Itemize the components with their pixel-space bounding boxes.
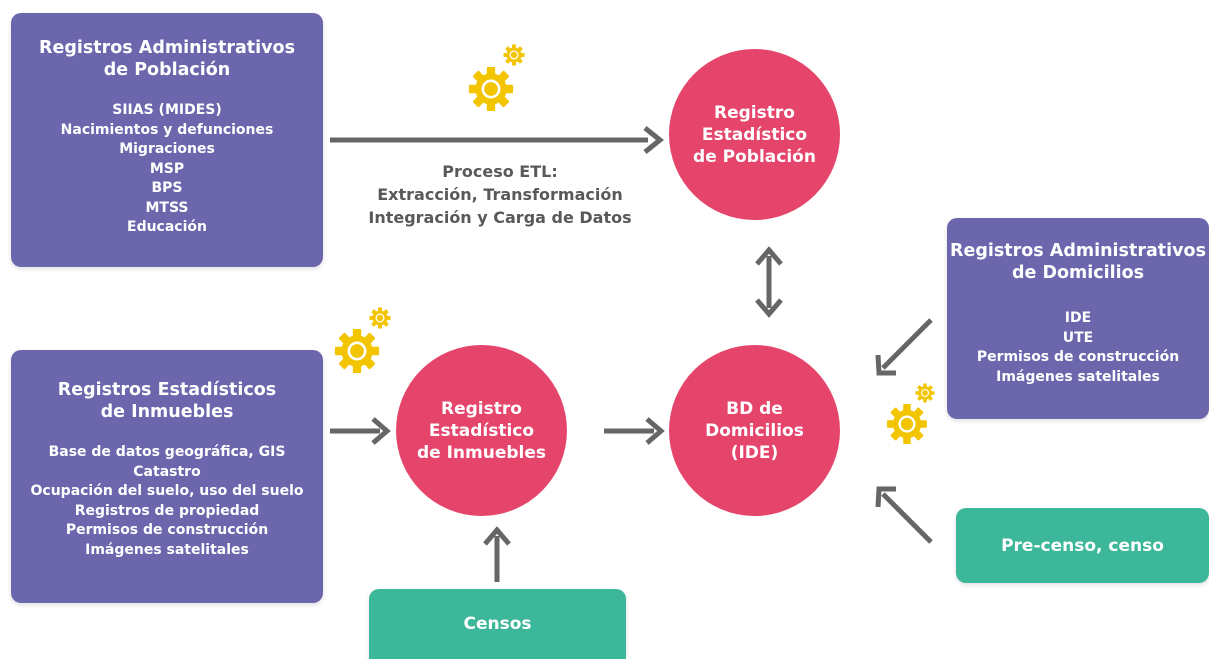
list-item: Permisos de construcción xyxy=(976,349,1180,365)
etl-process-label: Proceso ETL: Extracción, Transformación … xyxy=(368,162,632,227)
admin-population-title: Registros Administrativos de Población xyxy=(38,38,295,80)
list-item: MTSS xyxy=(145,199,189,216)
arrow-icon xyxy=(875,486,933,544)
list-item: Catastro xyxy=(133,463,201,480)
admin-population-box: Registros Administrativos de Población S… xyxy=(11,13,323,267)
list-item: Educación xyxy=(127,219,207,235)
list-item: BPS xyxy=(151,180,183,196)
double-arrow-icon xyxy=(755,246,783,318)
arrow-icon xyxy=(330,417,391,445)
list-item: UTE xyxy=(1062,329,1094,346)
addresses-db-circle: BD de Domicilios (IDE) xyxy=(669,345,840,516)
stat-property-list: Base de datos geográfica, GIS Catastro O… xyxy=(11,443,323,560)
list-item: Imágenes satelitales xyxy=(996,368,1160,385)
list-item: Permisos de construcción xyxy=(65,522,269,538)
admin-addresses-list: IDE UTE Permisos de construcción Imágene… xyxy=(947,309,1209,387)
precenso-box: Pre-censo, censo xyxy=(956,508,1209,583)
gear-icon xyxy=(369,307,391,329)
stat-property-box: Registros Estadísticos de Inmuebles Base… xyxy=(11,350,323,603)
arrow-icon xyxy=(483,526,511,582)
gear-icon xyxy=(887,404,927,444)
list-item: MSP xyxy=(149,160,185,177)
censos-box: Censos xyxy=(369,589,626,659)
property-register-circle: Registro Estadístico de Inmuebles xyxy=(396,345,567,516)
arrow-icon xyxy=(604,417,665,445)
gear-icon xyxy=(503,44,525,66)
list-item: Ocupación del suelo, uso del suelo xyxy=(30,483,304,499)
gear-icon xyxy=(334,328,380,374)
gear-icon xyxy=(915,383,935,403)
admin-addresses-box: Registros Administrativos de Domicilios … xyxy=(947,218,1209,419)
list-item: Migraciones xyxy=(119,141,215,157)
precenso-label: Pre-censo, censo xyxy=(1001,535,1164,556)
list-item: Registros de propiedad xyxy=(74,502,260,519)
censos-label: Censos xyxy=(463,614,532,634)
list-item: SIIAS (MIDES) xyxy=(112,102,222,118)
list-item: IDE xyxy=(1064,310,1092,326)
stat-property-title: Registros Estadísticos de Inmuebles xyxy=(57,380,277,422)
arrow-icon xyxy=(875,318,933,376)
admin-population-list: SIIAS (MIDES) Nacimientos y defunciones … xyxy=(11,101,323,238)
gear-icon xyxy=(468,66,514,112)
admin-addresses-title: Registros Administrativos de Domicilios xyxy=(949,241,1206,283)
population-register-circle: Registro Estadístico de Población xyxy=(669,49,840,220)
list-item: Nacimientos y defunciones xyxy=(60,121,274,138)
list-item: Base de datos geográfica, GIS xyxy=(48,444,286,460)
list-item: Imágenes satelitales xyxy=(85,541,249,558)
arrow-icon xyxy=(330,126,665,154)
